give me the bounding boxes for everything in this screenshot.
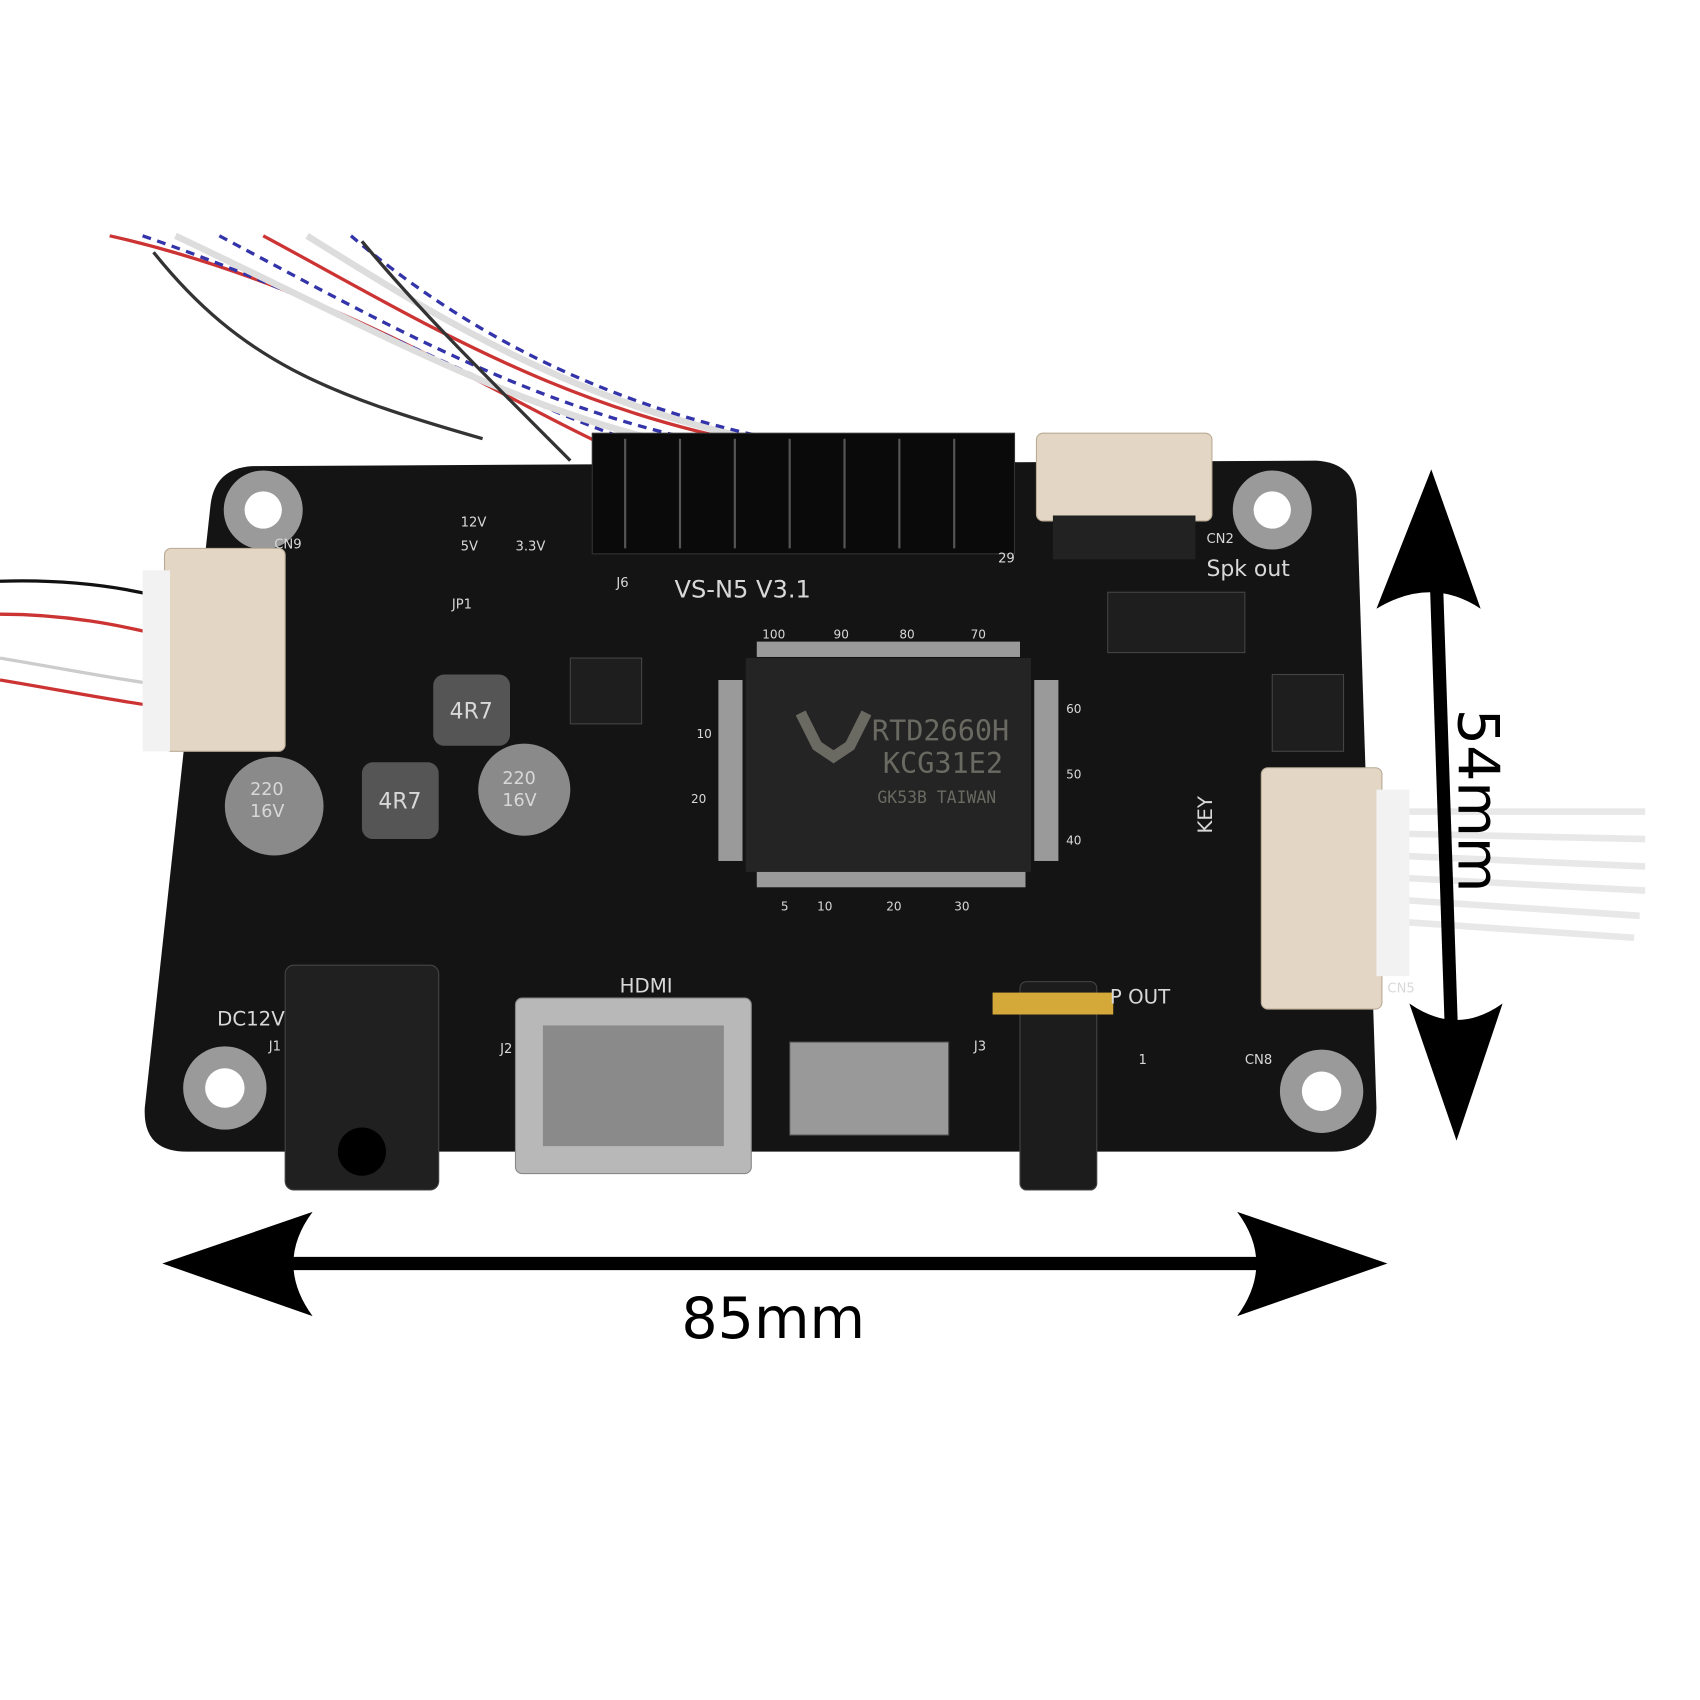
pin-number: 100: [762, 627, 785, 641]
key-connector-cn5[interactable]: [1260, 767, 1410, 1010]
label-j2: J2: [499, 1042, 512, 1057]
label-key: KEY: [1194, 795, 1217, 833]
chip-marking-line2: KCG31E2: [883, 747, 1003, 780]
label-3v3: 3.3V: [515, 540, 545, 555]
small-ics: [569, 591, 1345, 1136]
label-pin1: 1: [1138, 1053, 1146, 1068]
pin-number: 80: [899, 627, 914, 641]
label-cn2: CN2: [1206, 532, 1233, 547]
label-j1: J1: [268, 1040, 281, 1055]
power-cable: [0, 579, 165, 710]
pin-number: 30: [954, 899, 969, 913]
width-dimension-arrow: [162, 1211, 1388, 1317]
label-dc12v: DC12V: [217, 1007, 285, 1030]
label-cn5: CN5: [1387, 982, 1414, 997]
pin-number: 50: [1066, 768, 1081, 782]
pin-number: 40: [1066, 834, 1081, 848]
pin-number: 20: [691, 792, 706, 806]
power-connector-cn9[interactable]: [142, 547, 286, 752]
cap-voltage: 16V: [502, 791, 536, 811]
label-hdmi: HDMI: [620, 975, 673, 998]
label-12v: 12V: [461, 515, 487, 530]
label-cn8: CN8: [1245, 1053, 1272, 1068]
hdmi-port-j2[interactable]: [514, 997, 752, 1175]
height-label: 54mm: [1445, 709, 1511, 893]
chip-marking-line3: GK53B TAIWAN: [877, 788, 996, 807]
label-pin29: 29: [998, 552, 1015, 567]
label-j3: J3: [973, 1040, 986, 1055]
label-cn9: CN9: [274, 537, 301, 552]
chip-marking-line1: RTD2660H: [872, 714, 1009, 747]
pin-number: 90: [834, 627, 849, 641]
pin-number: 60: [1066, 702, 1081, 716]
inductors: 4R7 4R7: [361, 674, 510, 840]
electrolytic-capacitors: 220 16V 220 16V: [224, 743, 571, 856]
label-jp1: JP1: [451, 598, 472, 613]
scaler-chip: RTD2660H KCG31E2 GK53B TAIWAN: [718, 641, 1059, 888]
realtek-logo: [795, 710, 872, 764]
cap-value: 220: [250, 780, 283, 800]
inductor-label: 4R7: [378, 789, 421, 814]
key-cable: [1392, 808, 1646, 942]
cap-voltage: 16V: [250, 802, 284, 822]
dc-power-jack-j1[interactable]: [284, 964, 440, 1191]
silkscreen-labels: VS-N5 V3.1 Spk out CN2 HDMI DC12V P OUT …: [217, 515, 1415, 1067]
speaker-connector-cn2[interactable]: [1035, 432, 1213, 560]
lvds-cable: [109, 232, 834, 462]
pin-number: 10: [696, 727, 711, 741]
inductor-label: 4R7: [450, 699, 493, 724]
label-spk-out: Spk out: [1206, 557, 1290, 582]
cap-value: 220: [502, 769, 535, 789]
audio-jack-j3[interactable]: [992, 981, 1114, 1191]
height-dimension-arrow: [1376, 469, 1503, 1141]
mounting-holes: [183, 470, 1364, 1133]
label-5v: 5V: [461, 540, 478, 555]
board-model: VS-N5 V3.1: [675, 576, 811, 604]
lcd-pin-header-j6: [591, 432, 1016, 555]
pin-number: 20: [886, 899, 901, 913]
pin-number: 5: [781, 899, 789, 913]
label-j6: J6: [615, 576, 628, 591]
width-label: 85mm: [681, 1286, 865, 1352]
pin-number: 70: [971, 627, 986, 641]
label-p-out: P OUT: [1110, 986, 1171, 1009]
pin-number: 10: [817, 899, 832, 913]
